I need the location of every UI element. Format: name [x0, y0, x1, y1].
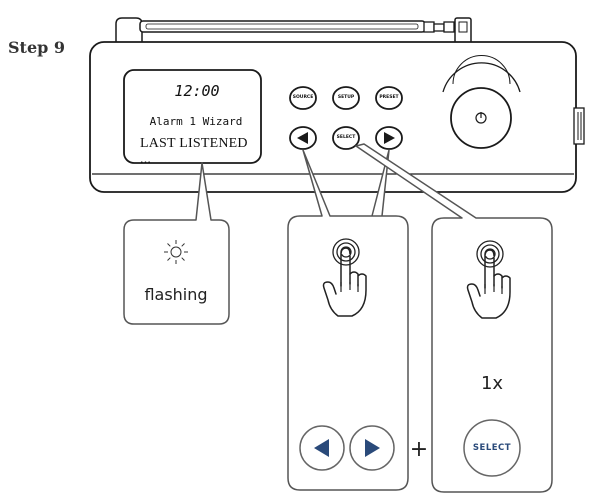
select-button-icon	[463, 419, 521, 477]
antenna	[115, 17, 472, 45]
source-button-label: SOURCE	[292, 95, 314, 100]
sun-flash-icon	[164, 240, 188, 264]
select-callout	[355, 143, 553, 493]
lcd-screen	[123, 69, 262, 164]
button-row-bottom	[289, 126, 403, 150]
press-count-label: 1x	[480, 373, 504, 394]
step-title: Step 9	[8, 38, 66, 57]
plus-sign: +	[409, 437, 429, 462]
lcd-line2: LAST LISTENED ...	[140, 136, 248, 167]
lcd-line1: Alarm 1 Wizard	[149, 115, 243, 128]
arrow-callout	[287, 149, 409, 491]
left-arrow-icon	[299, 425, 345, 471]
select-button-text: SELECT	[472, 443, 512, 453]
power-icon	[475, 112, 487, 124]
preset-button-label: PRESET	[379, 95, 399, 100]
flashing-label: flashing	[144, 285, 208, 304]
setup-button-label: SETUP	[337, 95, 355, 100]
lcd-time: 12:00	[174, 82, 220, 100]
flashing-callout	[123, 162, 230, 325]
select-button-label: SELECT	[336, 135, 356, 140]
volume-knob	[442, 55, 521, 149]
right-arrow-icon	[349, 425, 395, 471]
button-row-top	[289, 86, 403, 110]
